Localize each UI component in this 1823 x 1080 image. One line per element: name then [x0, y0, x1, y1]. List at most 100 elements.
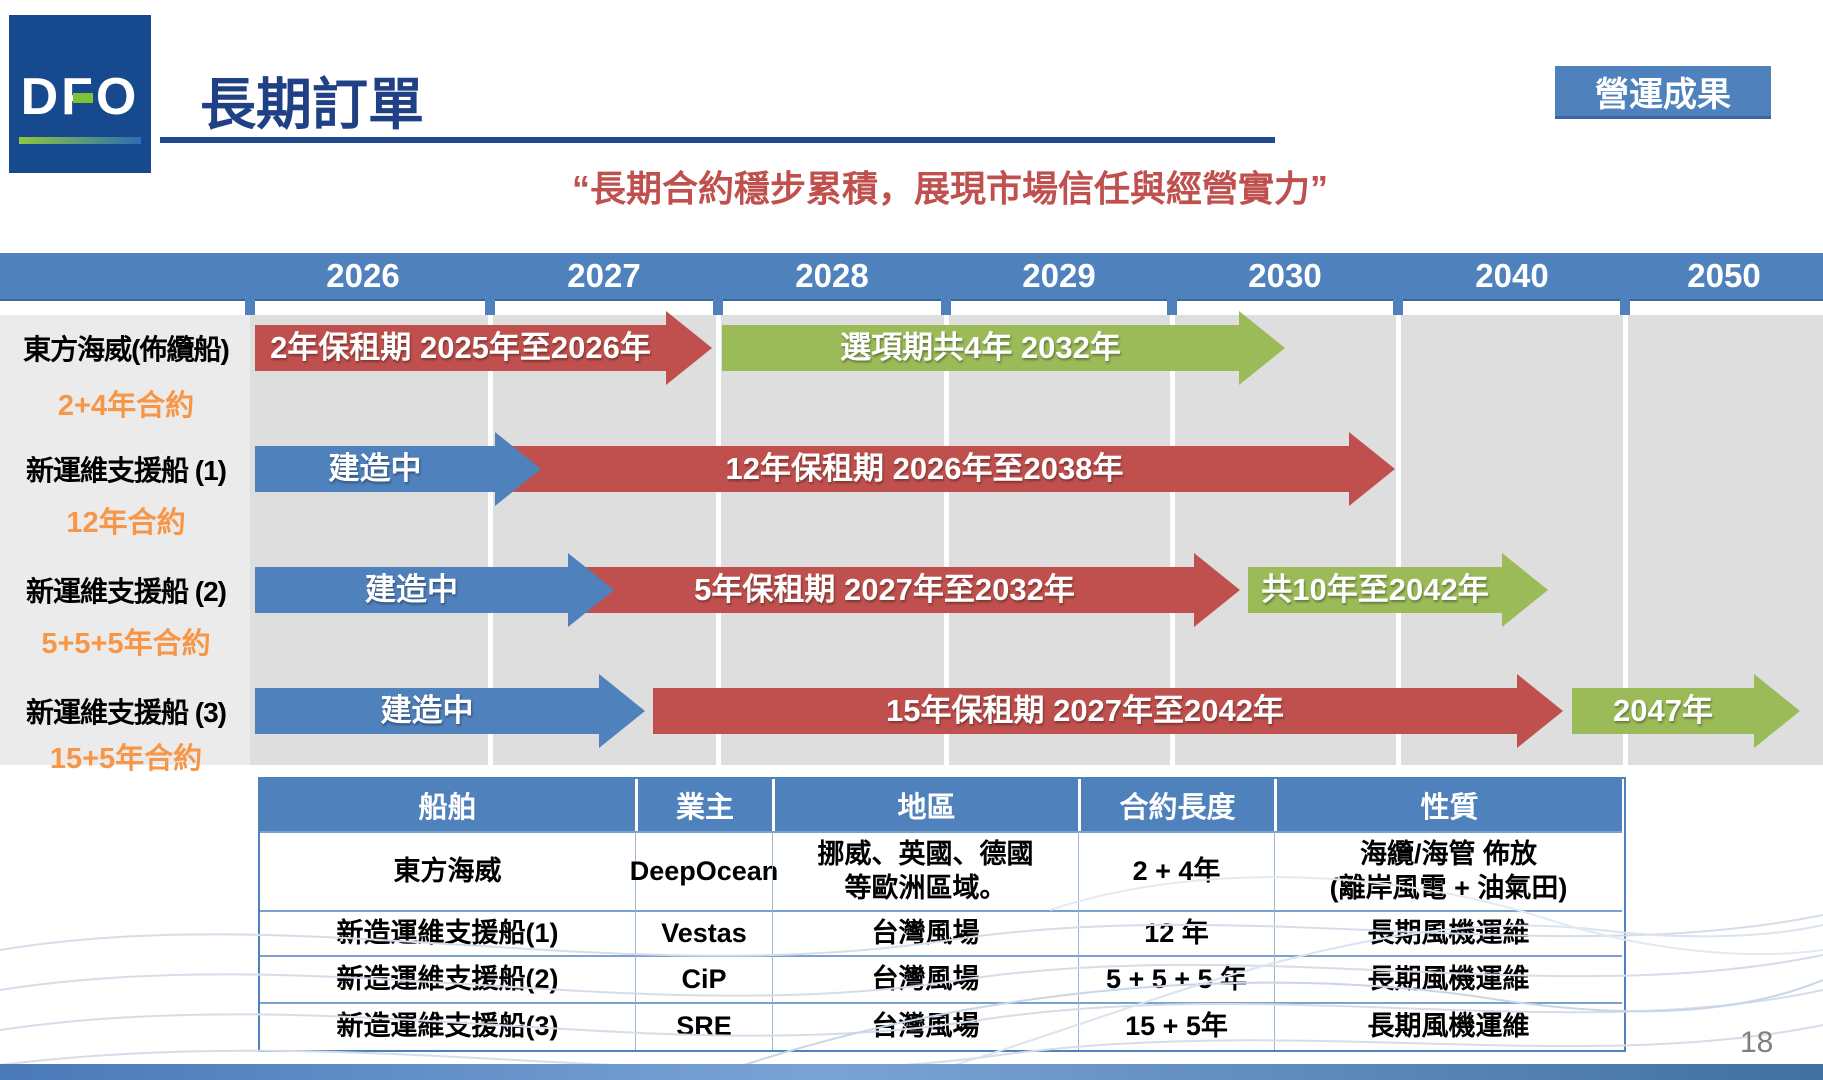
gantt-bar-text: 12年保租期 2026年至2038年: [725, 451, 1124, 486]
gantt-bar-body: [500, 446, 1349, 492]
gantt-bar-body: [255, 325, 666, 371]
table-cell: CiP: [635, 955, 772, 1002]
gantt-bar-body: [255, 688, 599, 734]
gantt-row-label: 新運維支援船 (1): [25, 455, 227, 486]
gantt-bar-body: [255, 446, 495, 492]
gantt-bar-arrowhead: [495, 432, 541, 506]
gantt-bar-arrowhead: [1239, 311, 1285, 385]
year-gridline: [1170, 315, 1175, 765]
gantt-bar-arrowhead: [568, 553, 614, 627]
year-gridline: [488, 315, 493, 765]
page-title: 長期訂單: [200, 73, 424, 136]
gantt-row-sublabel: 5+5+5年合約: [41, 628, 211, 660]
gantt-bar-text: 共10年至2042年: [1261, 572, 1489, 607]
table-header-2: 業主: [635, 779, 772, 831]
timeline-tick: [1393, 299, 1403, 315]
table-cell: 東方海威: [260, 831, 635, 910]
year-label-2050: 2050: [1687, 257, 1761, 294]
title-underline: [160, 137, 1275, 143]
gantt-bar-arrowhead: [1349, 432, 1395, 506]
table-cell: 長期風機運維: [1274, 910, 1622, 955]
gantt-bar-text: 15年保租期 2027年至2042年: [885, 693, 1285, 728]
year-label-2040: 2040: [1475, 257, 1549, 294]
gantt-row-label: 東方海威(佈纜船): [23, 334, 230, 365]
gantt-bar-body: [722, 325, 1239, 371]
gantt-bar-body: [575, 567, 1194, 613]
table-cell: 台灣風場: [772, 910, 1078, 955]
gantt-row-sublabel: 12年合約: [66, 507, 186, 539]
table-cell: Vestas: [635, 910, 772, 955]
table-cell: SRE: [635, 1002, 772, 1050]
table-header-5: 性質: [1274, 779, 1622, 831]
gantt-bar-body: [1572, 688, 1754, 734]
gantt-bar-blue: 建造中: [255, 674, 645, 748]
gantt-row-sublabel: 2+4年合約: [57, 390, 195, 422]
gantt-row-label: 新運維支援船 (2): [25, 576, 227, 607]
year-label-2029: 2029: [1022, 257, 1096, 294]
year-label-2027: 2027: [567, 257, 641, 294]
table-cell: 12 年: [1078, 910, 1274, 955]
table-header-1: 船舶: [260, 779, 635, 831]
section-badge: 營運成果: [1555, 66, 1771, 119]
gantt-bar-text: 選項期共4年 2032年: [840, 330, 1121, 365]
gantt-bar-arrowhead: [1517, 674, 1563, 748]
gantt-bar-green: 2047年: [1572, 674, 1800, 748]
table-cell: 台灣風場: [772, 955, 1078, 1002]
timeline-tick: [485, 299, 495, 315]
bottom-accent-bar: [0, 1064, 1823, 1080]
gantt-bar-red: 12年保租期 2026年至2038年: [500, 432, 1395, 506]
gantt-row-sublabel: 15+5年合約: [49, 743, 203, 775]
gantt-bar-text: 建造中: [380, 693, 474, 728]
gantt-bar-text: 2047年: [1613, 693, 1713, 728]
gantt-bar-arrowhead: [1194, 553, 1240, 627]
table-cell: 長期風機運維: [1274, 955, 1622, 1002]
gantt-bar-text: 建造中: [328, 451, 422, 486]
gantt-bar-arrowhead: [1502, 553, 1548, 627]
year-label-2026: 2026: [326, 257, 400, 294]
page-number: 18: [1740, 1026, 1774, 1059]
year-gridline: [1623, 315, 1628, 765]
gantt-bar-green: 共10年至2042年: [1248, 553, 1548, 627]
gantt-bar-text: 5年保租期 2027年至2032年: [694, 572, 1075, 607]
gantt-bar-body: [1248, 567, 1502, 613]
timeline-tick: [941, 299, 951, 315]
gantt-bar-arrowhead: [599, 674, 645, 748]
year-gridline: [1396, 315, 1401, 765]
dfo-logo-green-accent: [73, 93, 93, 103]
gantt-bar-text: 建造中: [365, 572, 458, 607]
timeline-year-bar: 2026 2027 2028 2029 2030 2040 2050: [0, 253, 1823, 301]
table-cell: 挪威、英國、德國 等歐洲區域。: [772, 831, 1078, 910]
gantt-bar-body: [653, 688, 1517, 734]
table-cell: 15 + 5年: [1078, 1002, 1274, 1050]
year-label-2030: 2030: [1248, 257, 1322, 294]
table-header-3: 地區: [772, 779, 1078, 831]
gantt-bar-green: 選項期共4年 2032年: [722, 311, 1285, 385]
timeline-tick: [1167, 299, 1177, 315]
gantt-bar-arrowhead: [1754, 674, 1800, 748]
gantt-row-label: 新運維支援船 (3): [25, 697, 227, 728]
gantt-bar-red: 2年保租期 2025年至2026年: [255, 311, 712, 385]
year-gridline: [716, 315, 721, 765]
gantt-bar-text: 2年保租期 2025年至2026年: [270, 330, 651, 365]
table-cell: 新造運維支援船(1): [260, 910, 635, 955]
dfo-logo-gradient-stripe: [19, 137, 141, 144]
gantt-bar-body: [255, 567, 568, 613]
subtitle-quote: “長期合約穩步累積，展現市場信任與經營實力”: [571, 168, 1328, 209]
gantt-label-column-background: [0, 315, 250, 765]
table-cell: 2 + 4年: [1078, 831, 1274, 910]
timeline-tick: [245, 299, 255, 315]
gantt-bar-blue: 建造中: [255, 432, 541, 506]
table-cell: 新造運維支援船(2): [260, 955, 635, 1002]
timeline-tick: [713, 299, 723, 315]
table-cell: 台灣風場: [772, 1002, 1078, 1050]
gantt-bar-arrowhead: [666, 311, 712, 385]
year-label-2028: 2028: [795, 257, 869, 294]
year-gridline: [944, 315, 949, 765]
table-cell: 5 + 5 + 5 年: [1078, 955, 1274, 1002]
table-cell: 長期風機運維: [1274, 1002, 1622, 1050]
timeline-tick: [1620, 299, 1630, 315]
gantt-bar-blue: 建造中: [255, 553, 614, 627]
table-cell: 海纜/海管 佈放 (離岸風電 + 油氣田): [1274, 831, 1622, 910]
gantt-bar-red: 15年保租期 2027年至2042年: [653, 674, 1563, 748]
